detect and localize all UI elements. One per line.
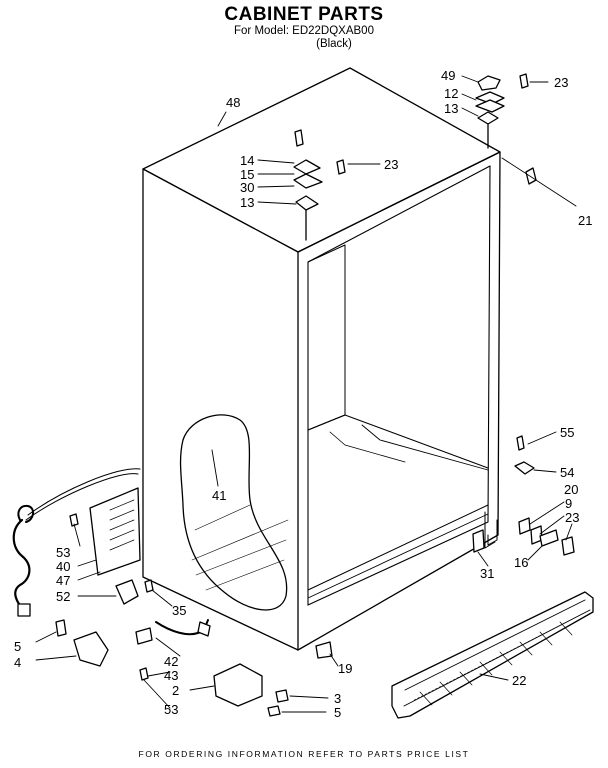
lower-right-hinge-parts — [472, 435, 575, 556]
callout-2: 2 — [172, 683, 179, 698]
callout-3: 3 — [334, 691, 341, 706]
callout-14: 14 — [240, 153, 254, 168]
callout-20: 20 — [564, 482, 578, 497]
callout-52: 52 — [56, 589, 70, 604]
callout-5-bottom: 5 — [334, 705, 341, 720]
callout-13-top-right: 13 — [444, 101, 458, 116]
callout-47: 47 — [56, 573, 70, 588]
callout-21: 21 — [578, 213, 592, 228]
ordering-footer: FOR ORDERING INFORMATION REFER TO PARTS … — [138, 749, 470, 759]
diagram-title: CABINET PARTS — [224, 4, 384, 25]
compressor-bracket — [213, 641, 333, 717]
callout-labels: 48 49 23 12 13 14 15 23 30 13 21 41 55 5… — [14, 68, 592, 720]
callout-30: 30 — [240, 180, 254, 195]
callout-48: 48 — [226, 95, 240, 110]
callout-49: 49 — [441, 68, 455, 83]
callout-35: 35 — [172, 603, 186, 618]
callout-4: 4 — [14, 655, 21, 670]
callout-42: 42 — [164, 654, 178, 669]
callout-19: 19 — [338, 661, 352, 676]
relay-bracket — [69, 487, 141, 576]
callout-43: 43 — [164, 668, 178, 683]
door-stop-pin — [525, 167, 537, 185]
motor-mounts — [55, 579, 154, 667]
callout-31: 31 — [480, 566, 494, 581]
callout-9: 9 — [565, 496, 572, 511]
callout-23-top-right: 23 — [554, 75, 568, 90]
callout-12: 12 — [444, 86, 458, 101]
callout-22: 22 — [512, 673, 526, 688]
toe-grille — [391, 591, 594, 719]
callout-13-top-center: 13 — [240, 195, 254, 210]
callout-16: 16 — [514, 555, 528, 570]
callout-54: 54 — [560, 465, 574, 480]
callout-15: 15 — [240, 167, 254, 182]
callout-40: 40 — [56, 559, 70, 574]
callout-5-left: 5 — [14, 639, 21, 654]
callout-55: 55 — [560, 425, 574, 440]
top-right-hinge-stack — [475, 73, 529, 149]
callout-53-lower: 53 — [164, 702, 178, 717]
color-line: (Black) — [316, 38, 352, 50]
callout-23-lower-right: 23 — [565, 510, 579, 525]
model-line: For Model: ED22DQXAB00 — [234, 25, 374, 37]
cabinet-shell — [142, 67, 501, 651]
drain-tube — [135, 619, 211, 681]
power-cord — [12, 468, 141, 617]
top-center-hinge-stack — [293, 129, 346, 241]
callout-23-top-center: 23 — [384, 157, 398, 172]
leader-lines — [35, 75, 577, 713]
callout-41: 41 — [212, 488, 226, 503]
callout-53-upper: 53 — [56, 545, 70, 560]
